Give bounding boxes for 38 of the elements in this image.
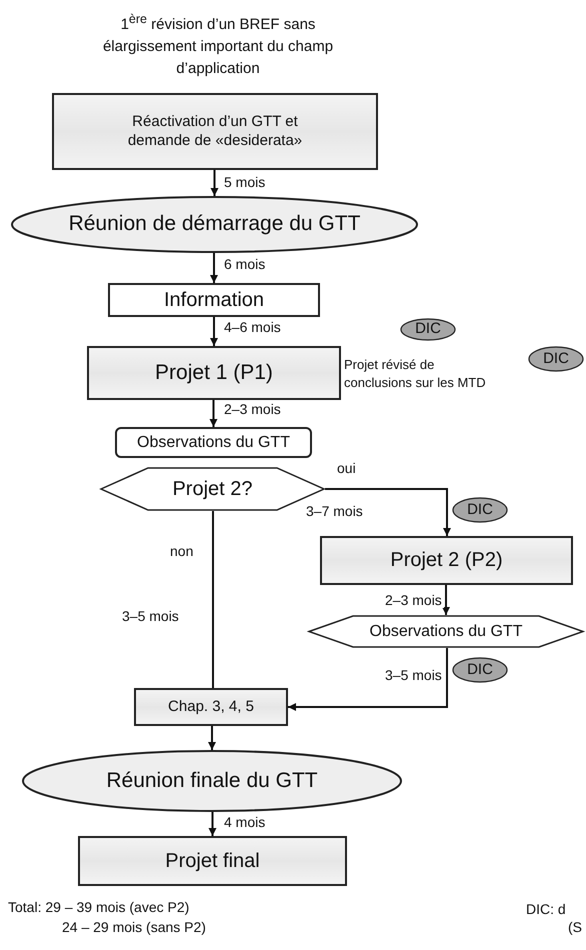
arrow <box>288 648 448 711</box>
duration-label: 3–5 mois <box>122 608 179 624</box>
decision-hexagon: Observations du GTT <box>308 615 584 648</box>
total-note: Total: 29 – 39 mois (avec P2) <box>8 899 190 915</box>
edge-label: 2–3 mois <box>222 401 283 417</box>
edge-label: oui <box>335 460 358 476</box>
arrow <box>208 726 216 750</box>
process-box: Information <box>108 283 320 317</box>
diagram-title: 1$^{ère}$ révision d’un BREF sans élargissement important du champ d’application <box>102 11 334 78</box>
meeting-ellipse: Réunion de démarrage du GTT <box>11 196 418 253</box>
meeting-ellipse: Réunion finale du GTT <box>22 750 402 812</box>
edge-label: 6 mois <box>222 256 268 272</box>
arrow <box>325 488 451 536</box>
edge-label: 5 mois <box>222 174 268 190</box>
arrow <box>210 253 218 283</box>
arrow <box>210 317 218 346</box>
arrow <box>210 170 218 196</box>
process-box: Projet 1 (P1) <box>87 346 341 400</box>
node-note: Projet révisé de conclusions sur les MTD <box>344 356 487 392</box>
dic-oval: DIC <box>528 346 584 372</box>
edge-label: 2–3 mois <box>383 592 444 608</box>
legend-note: (S <box>568 919 582 935</box>
edge-label: 4–6 mois <box>222 319 283 335</box>
dic-oval: DIC <box>400 318 456 341</box>
arrow <box>208 812 216 836</box>
dic-oval: DIC <box>452 657 508 683</box>
process-box: Projet 2 (P2) <box>320 536 573 585</box>
edge-label: 4 mois <box>222 814 268 830</box>
process-box: Chap. 3, 4, 5 <box>134 688 288 726</box>
process-box: Observations du GTT <box>115 427 312 458</box>
arrow <box>210 400 218 427</box>
edge-label: 3–5 mois <box>383 667 444 683</box>
total-note: 24 – 29 mois (sans P2) <box>62 919 206 935</box>
legend-note: DIC: d <box>526 901 566 917</box>
process-box: Réactivation d’un GTT et demande de «desiderata» <box>52 93 378 170</box>
dic-oval: DIC <box>452 497 508 523</box>
process-box: Projet final <box>78 836 347 886</box>
arrow <box>442 585 450 615</box>
